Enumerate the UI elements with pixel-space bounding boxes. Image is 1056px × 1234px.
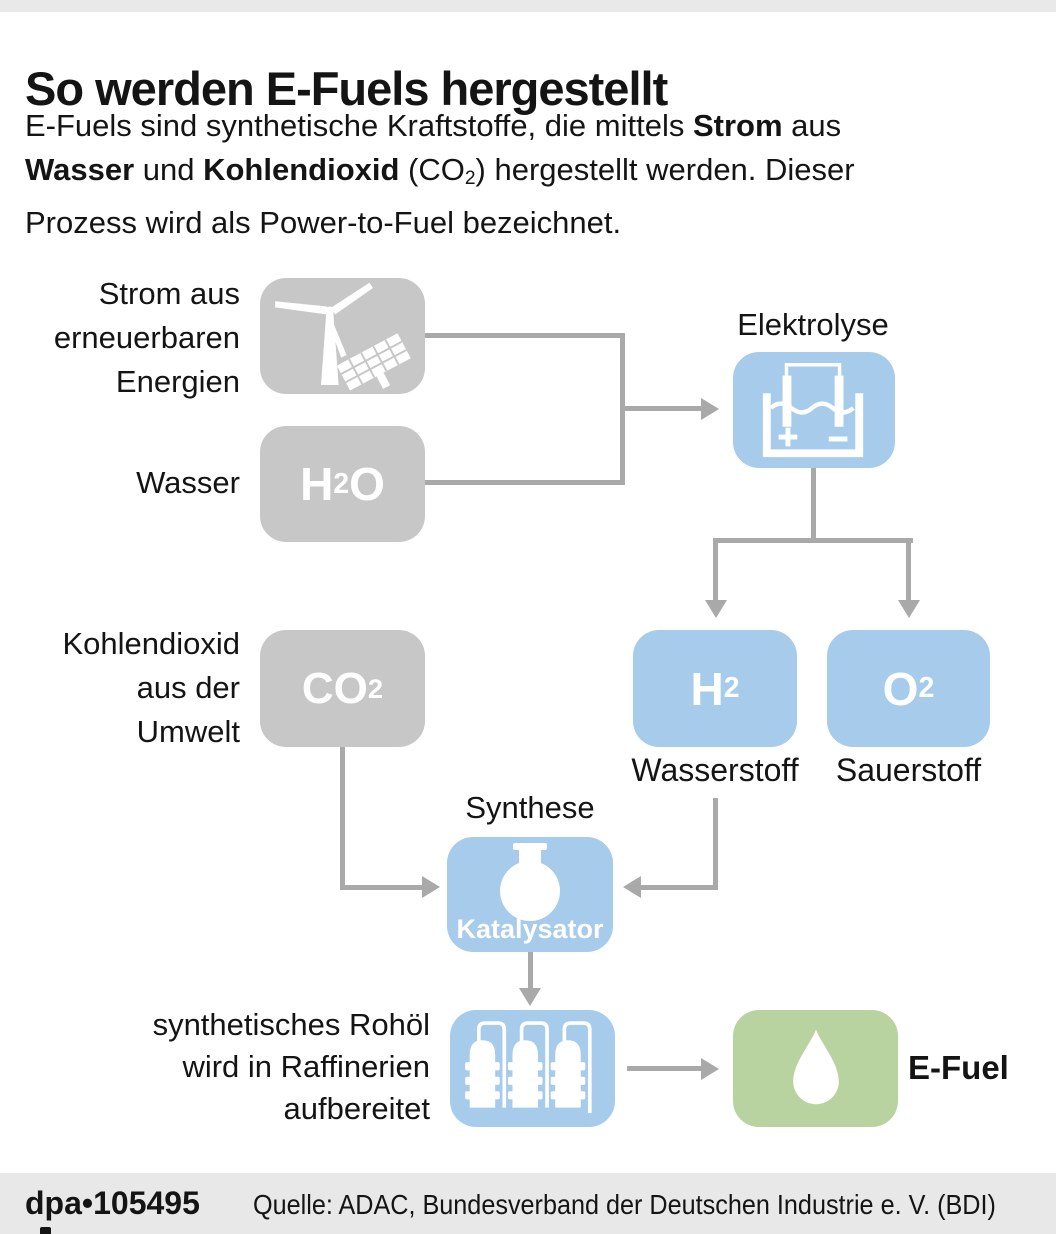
h2-subscript: 2 <box>723 672 740 704</box>
connector-merge-line <box>620 333 625 485</box>
intro-line-1: E-Fuels sind synthetische Kraftstoffe, d… <box>25 104 855 148</box>
intro-bold-strom: Strom <box>692 108 783 143</box>
intro-paragraph: E-Fuels sind synthetische Kraftstoffe, d… <box>25 104 855 245</box>
wind-turbine-solar-panel-icon <box>275 282 411 391</box>
label-wasserstoff: Wasserstoff <box>631 752 799 788</box>
connector-to-o2-line <box>906 538 911 600</box>
node-efuel-box <box>733 1010 898 1127</box>
h2o-formula: H <box>300 458 334 510</box>
h2o-subscript: 2 <box>333 467 350 500</box>
label-line: Umwelt <box>136 714 240 749</box>
connector-strom-line <box>425 333 625 338</box>
intro-text: ) hergestellt werden. Dieser <box>475 152 855 187</box>
node-strom-box <box>260 278 425 394</box>
label-efuel: E-Fuel <box>908 1049 1009 1086</box>
label-katalysator: Katalysator <box>456 914 604 944</box>
arrow-wasserstoff-to-synthese <box>623 876 641 898</box>
connector-to-elektrolyse-line <box>625 406 701 411</box>
connector-wasserstoff-left-line <box>641 885 718 890</box>
label-line: wird in Raffinerien <box>182 1049 430 1084</box>
label-kohlendioxid-aus-der-umwelt: Kohlendioxid aus der Umwelt <box>62 622 240 754</box>
o2-formula: O <box>882 662 919 715</box>
label-line: Strom aus <box>98 276 240 311</box>
intro-text: (CO <box>399 152 465 187</box>
arrow-synthese-to-raffinerie <box>519 988 541 1006</box>
connector-co2-down-line <box>340 747 345 890</box>
h2-formula: H <box>690 662 724 715</box>
co2-subscript: 2 <box>367 672 384 704</box>
label-line: Energien <box>115 364 240 399</box>
top-strip <box>0 0 1056 12</box>
connector-to-h2-line <box>713 538 718 600</box>
label-line: aus der <box>136 670 240 705</box>
connector-raffinerie-right-line <box>627 1066 701 1071</box>
connector-wasser-line <box>425 480 625 485</box>
arrow-to-o2 <box>898 600 920 618</box>
label-line: erneuerbaren <box>53 320 240 355</box>
source-line: Quelle: ADAC, Bundesverband der Deutsche… <box>253 1189 996 1220</box>
label-line: Kohlendioxid <box>62 626 240 661</box>
intro-text: E-Fuels sind synthetische Kraftstoffe, d… <box>25 108 693 143</box>
electrolysis-cell-icon <box>762 363 864 458</box>
intro-text: aus <box>782 108 842 143</box>
arrow-to-h2 <box>705 600 727 618</box>
label-line: aufbereitet <box>283 1091 431 1126</box>
node-elektrolyse-box <box>733 352 895 468</box>
footer-bar <box>0 1173 1056 1234</box>
catalyst-flask-icon <box>500 843 560 921</box>
label-sauerstoff: Sauerstoff <box>835 752 982 788</box>
dpa-credit: dpa•105495 <box>25 1185 200 1221</box>
label-wasser: Wasser <box>136 465 240 500</box>
cutoff-glyph <box>40 1227 51 1234</box>
intro-bold-wasser: Wasser <box>25 152 135 187</box>
refinery-columns-icon <box>465 1021 592 1114</box>
connector-synthese-down-line <box>528 952 533 988</box>
node-raffinerie-box <box>450 1010 615 1127</box>
arrow-co2-to-synthese <box>422 876 440 898</box>
co2-formula: CO <box>301 663 368 713</box>
label-elektrolyse: Elektrolyse <box>737 307 889 342</box>
fuel-drop-icon <box>793 1029 839 1105</box>
label-synthetisches-rohoel: synthetisches Rohöl wird in Raffinerien … <box>153 1004 430 1130</box>
arrow-to-elektrolyse <box>701 398 719 420</box>
arrow-raffinerie-to-efuel <box>701 1058 719 1080</box>
intro-line-3: Prozess wird als Power-to-Fuel bezeichne… <box>25 205 622 241</box>
connector-co2-right-line <box>340 885 422 890</box>
intro-subscript: 2 <box>464 168 476 190</box>
o2-subscript: 2 <box>918 672 935 704</box>
intro-line-2: Wasser und Kohlendioxid (CO2) hergestell… <box>25 148 855 201</box>
label-line: synthetisches Rohöl <box>152 1007 430 1042</box>
node-synthese-box: Katalysator <box>447 837 613 952</box>
page-title: So werden E-Fuels hergestellt <box>25 62 668 116</box>
label-strom-aus-erneuerbaren-energien: Strom aus erneuerbaren Energien <box>54 272 240 404</box>
label-synthese: Synthese <box>465 790 595 825</box>
connector-elektrolyse-down-line <box>811 468 816 542</box>
connector-split-line <box>713 538 913 543</box>
connector-wasserstoff-down-line <box>713 798 718 890</box>
h2o-formula: O <box>349 458 385 510</box>
intro-bold-kohlendioxid: Kohlendioxid <box>203 152 400 187</box>
intro-text: und <box>134 152 204 187</box>
